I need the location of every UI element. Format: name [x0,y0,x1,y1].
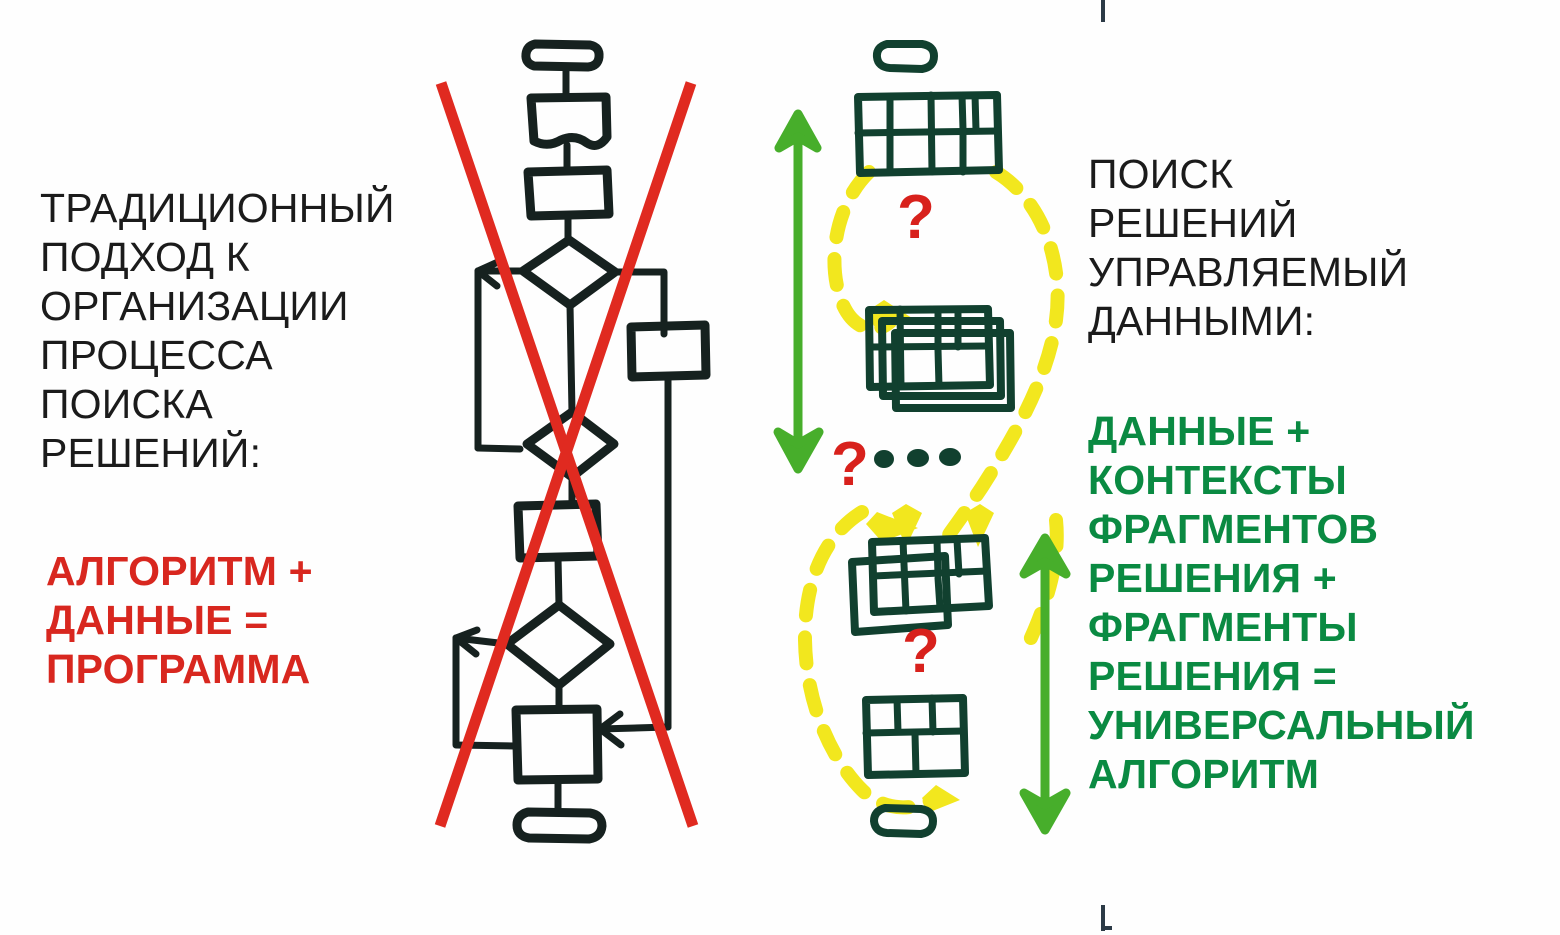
traditional-flowchart [452,39,711,844]
data-table-block-3 [848,534,993,636]
red-question-mark-1: ? [897,183,935,252]
connector-6 [554,554,563,609]
svg-text:?: ? [902,617,940,686]
svg-text:?: ? [897,183,935,252]
arrowhead-right [596,710,625,749]
flowchart-process-box-3 [511,704,603,785]
registration-mark-bottom [1101,905,1112,931]
red-question-mark-3: ? [902,617,940,686]
flowchart-terminator-oval-bottom [512,807,607,844]
flowchart-process-box-right [626,320,711,382]
data-table-block-2-stack [865,305,1015,412]
rail-left-lower [452,634,518,750]
flowchart-decision-diamond-1 [518,235,620,310]
flowchart-process-box-1 [523,165,614,221]
flowchart-decision-diamond-3 [502,600,615,690]
connector-left-join-1 [474,444,524,453]
right-formula-text: ДАННЫЕ + КОНТЕКСТЫ ФРАГМЕНТОВ РЕШЕНИЯ + … [1088,408,1475,797]
green-double-headed-arrow-right [1019,533,1071,835]
arrowhead-left-3 [452,626,481,658]
green-double-headed-arrow-left [773,109,824,474]
data-table-block-1 [854,91,1003,177]
ellipsis-dots-icon [874,448,961,468]
red-question-mark-2: ? [831,430,869,499]
svg-text:?: ? [831,430,869,499]
left-heading-text: ТРАДИЦИОННЫЙ ПОДХОД К ОРГАНИЗАЦИИ ПРОЦЕС… [40,185,395,476]
flowchart-document-shape [526,92,612,150]
red-cross-out-icon [434,81,699,828]
data-driven-blocks: ? ? [831,40,1015,838]
data-terminator-oval-bottom [870,804,937,838]
left-formula-text: АЛГОРИТМ + ДАННЫЕ = ПРОГРАММА [46,548,313,692]
flowchart-terminator-oval-top [521,39,604,72]
data-table-block-4 [862,694,969,779]
right-heading-text: ПОИСК РЕШЕНИЙ УПРАВЛЯЕМЫЙ ДАННЫМИ: [1088,151,1409,344]
arrowhead-left-1 [474,258,502,290]
connector-4 [566,301,576,416]
data-terminator-oval-top [872,40,938,73]
